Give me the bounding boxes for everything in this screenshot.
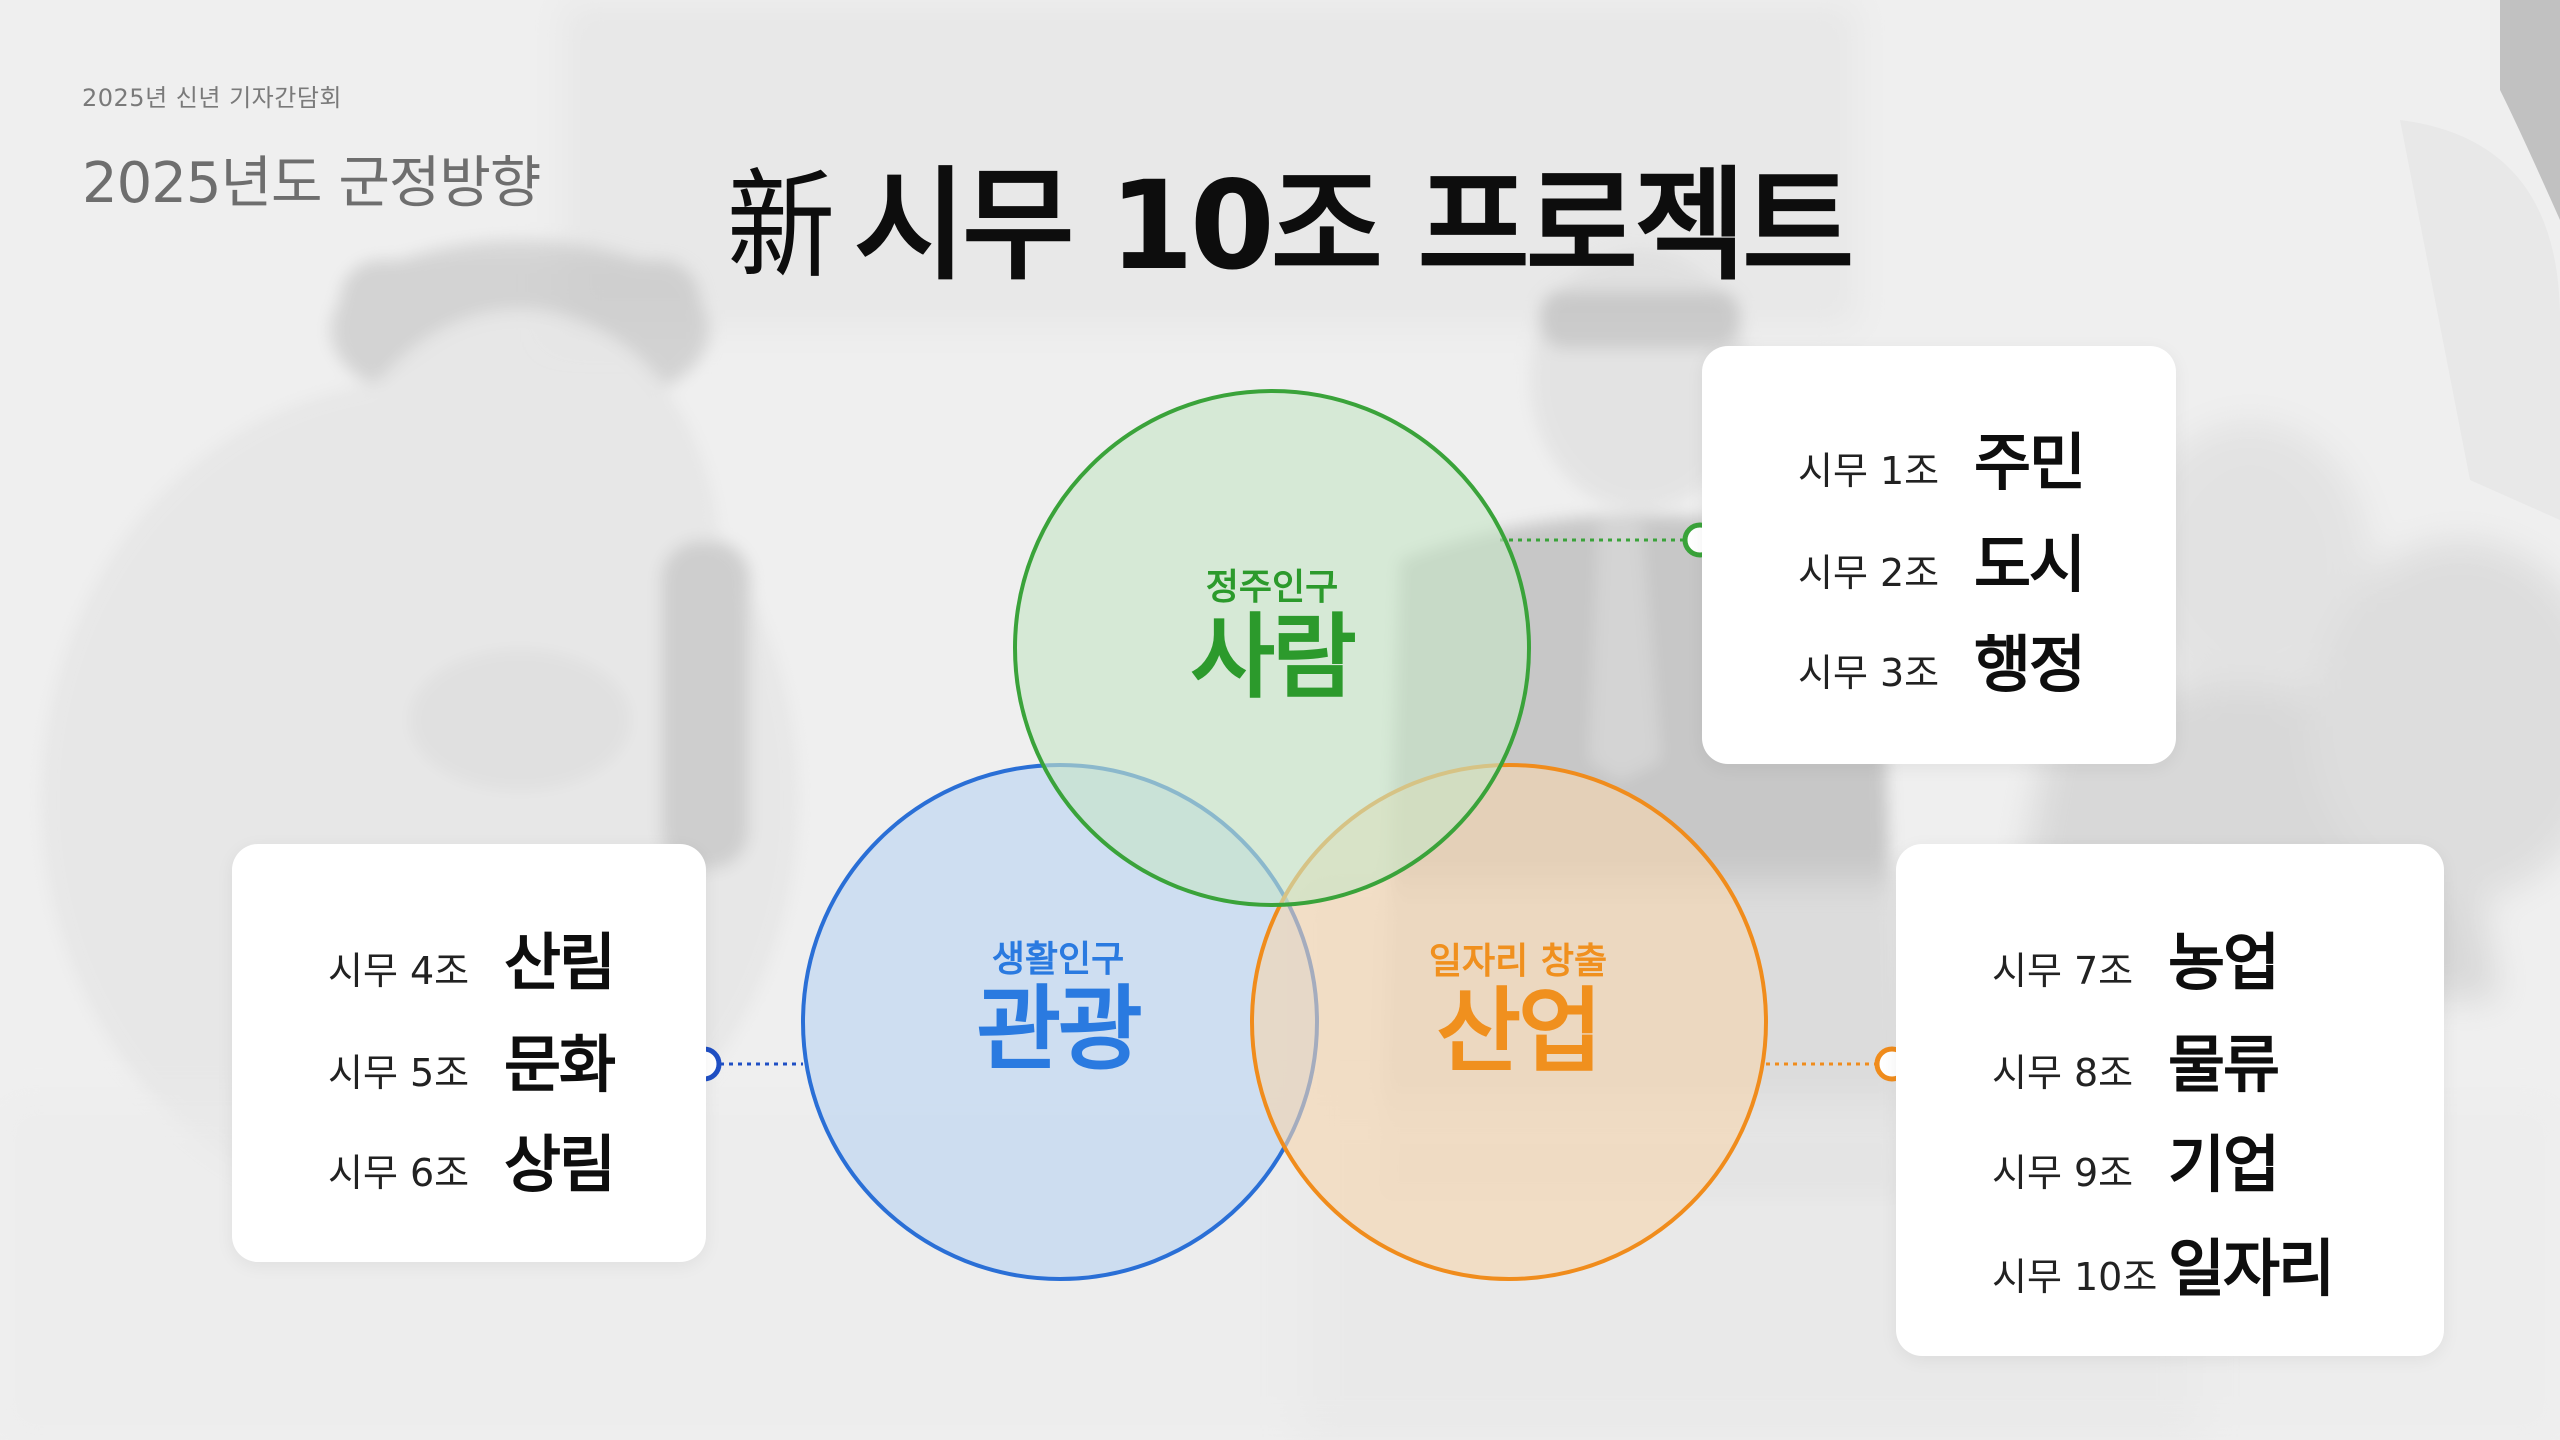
card-tourism: 시무 4조 산림 시무 5조 문화 시무 6조 상림 (232, 844, 706, 1262)
card-item: 시무 8조 물류 (1992, 1014, 2280, 1104)
card-item: 시무 4조 산림 (328, 912, 616, 1002)
card-item: 시무 7조 농업 (1992, 912, 2280, 1002)
page-title: 新 시무 10조 프로젝트 (722, 150, 1855, 297)
item-number: 시무 6조 (328, 1151, 470, 1195)
item-keyword: 주민 (1974, 426, 2086, 499)
item-keyword: 물류 (2168, 1028, 2280, 1101)
circle-right-big-label: 산업 (1436, 978, 1602, 1085)
circle-right-orange (1250, 763, 1768, 1281)
item-keyword: 문화 (504, 1028, 616, 1101)
item-number: 시무 7조 (1992, 949, 2134, 993)
circle-label-top: 정주인구 사람 (1190, 558, 1356, 711)
card-item: 시무 10조 일자리 (1992, 1218, 2335, 1308)
circle-left-small-label: 생활인구 (991, 939, 1125, 980)
item-keyword: 일자리 (2168, 1232, 2335, 1305)
item-keyword: 기업 (2168, 1128, 2280, 1201)
item-keyword: 농업 (2168, 926, 2280, 999)
card-item: 시무 1조 주민 (1798, 412, 2086, 502)
item-number: 시무 10조 (1992, 1255, 2158, 1299)
circle-top-small-label: 정주인구 (1205, 567, 1339, 608)
circle-left-big-label: 관광 (976, 976, 1142, 1083)
item-number: 시무 5조 (328, 1051, 470, 1095)
event-subtitle: 2025년 신년 기자간담회 (82, 84, 342, 112)
section-title: 2025년도 군정방향 (82, 151, 541, 216)
item-keyword: 행정 (1974, 628, 2086, 701)
item-number: 시무 9조 (1992, 1151, 2134, 1195)
card-industry: 시무 7조 농업 시무 8조 물류 시무 9조 기업 시무 10조 일자리 (1896, 844, 2444, 1356)
item-number: 시무 1조 (1798, 449, 1940, 493)
card-item: 시무 5조 문화 (328, 1014, 616, 1104)
card-item: 시무 6조 상림 (328, 1114, 616, 1204)
item-number: 시무 2조 (1798, 551, 1940, 595)
banner-graphic (2400, 0, 2560, 520)
card-item: 시무 2조 도시 (1798, 514, 2086, 604)
circle-label-left: 생활인구 관광 (976, 930, 1142, 1083)
circle-right-small-label: 일자리 창출 (1428, 941, 1608, 982)
card-item: 시무 3조 행정 (1798, 614, 2086, 704)
item-keyword: 도시 (1974, 528, 2086, 601)
item-number: 시무 3조 (1798, 651, 1940, 695)
item-keyword: 상림 (504, 1128, 616, 1201)
title-text: 시무 10조 프로젝트 (854, 154, 1854, 297)
title-hanja: 新 (726, 156, 836, 295)
card-item: 시무 9조 기업 (1992, 1114, 2280, 1204)
circle-top-green (1013, 389, 1531, 907)
item-number: 시무 4조 (328, 949, 470, 993)
item-keyword: 산림 (504, 926, 616, 999)
circle-top-big-label: 사람 (1190, 604, 1356, 711)
item-number: 시무 8조 (1992, 1051, 2134, 1095)
circle-label-right: 일자리 창출 산업 (1429, 932, 1607, 1081)
card-people: 시무 1조 주민 시무 2조 도시 시무 3조 행정 (1702, 346, 2176, 764)
